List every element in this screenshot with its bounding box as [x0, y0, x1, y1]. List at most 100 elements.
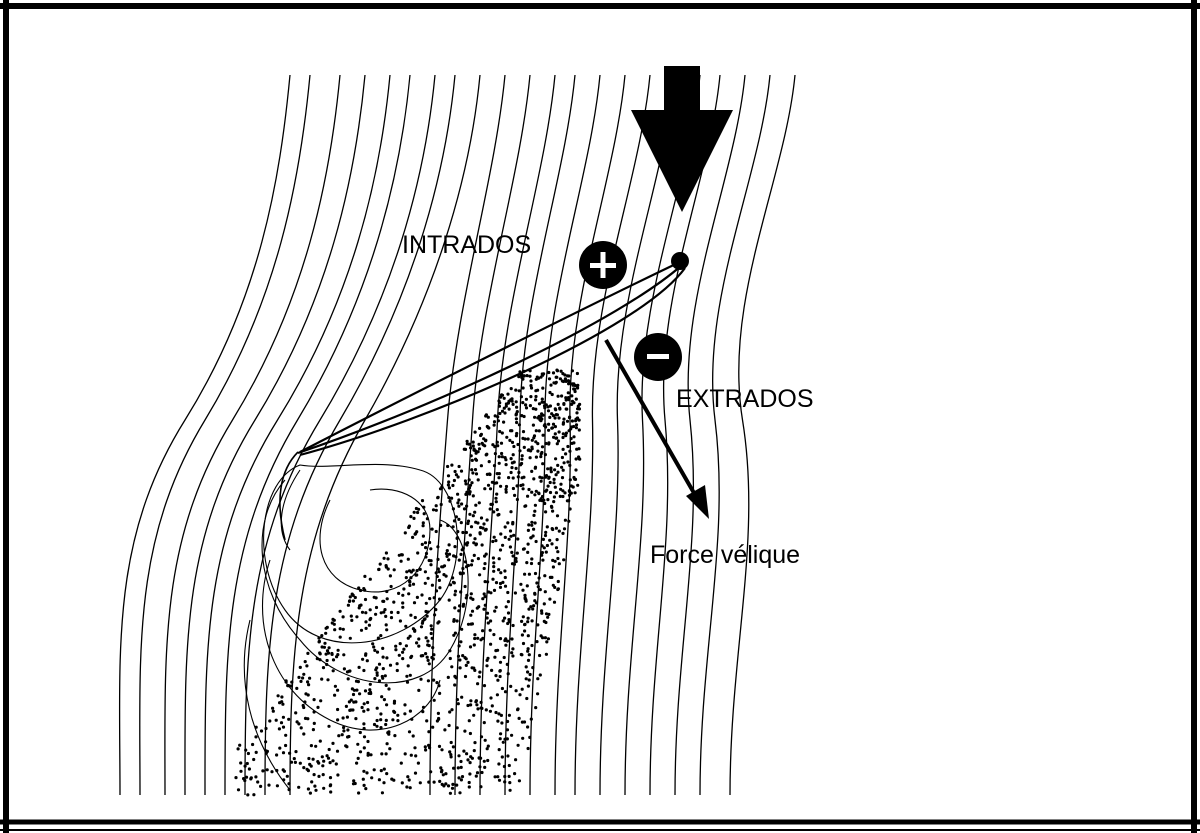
wake-dot [537, 561, 541, 566]
wake-dot [392, 600, 396, 604]
wake-dot [533, 415, 537, 419]
wake-dot [478, 531, 482, 535]
wake-dot [506, 590, 510, 595]
wake-dot [385, 656, 389, 660]
wake-dot [506, 672, 510, 676]
wake-dot [485, 747, 489, 751]
streamline [529, 74, 601, 796]
wake-dot [331, 669, 335, 673]
wake-dot [520, 720, 525, 724]
wake-dot [456, 492, 460, 496]
wake-dot [496, 419, 500, 423]
wake-dot [439, 502, 443, 507]
wake-dot [357, 665, 361, 670]
wake-dot [354, 717, 358, 721]
wake-dot [511, 647, 515, 651]
wake-dot [473, 430, 477, 434]
wake-dot [577, 428, 581, 432]
wake-dot [514, 388, 518, 392]
wake-dot [452, 554, 456, 558]
wake-dot [521, 487, 525, 491]
wake-dot [267, 783, 271, 787]
wake-dot [362, 769, 366, 773]
wake-dot [378, 562, 382, 566]
wake-dot [321, 764, 325, 768]
wake-dot [303, 660, 307, 664]
wake-dot [481, 443, 485, 447]
wake-dot [330, 621, 334, 625]
wake-dot [492, 569, 496, 573]
wake-dot [482, 522, 486, 526]
wake-dot [440, 748, 444, 752]
wake-dot [246, 793, 250, 797]
wake-dot [437, 578, 441, 583]
wake-dot [356, 742, 360, 746]
wake-swirl [263, 463, 458, 644]
wake-dot [413, 615, 417, 620]
wake-dot [252, 757, 256, 762]
wake-dot [533, 592, 537, 596]
wake-dot [387, 730, 391, 734]
wake-dot [510, 399, 514, 403]
wake-dot [310, 780, 314, 784]
wake-dot [489, 696, 493, 700]
wake-dot [499, 713, 503, 718]
wake-dot [566, 460, 570, 464]
wake-dot [510, 651, 514, 655]
wake-dot [385, 628, 389, 632]
wake-dot [407, 730, 412, 734]
wake-dot [514, 400, 518, 404]
wake-dot [374, 612, 378, 616]
wake-dot [568, 415, 572, 419]
wake-dot [322, 786, 326, 790]
wake-dot [506, 611, 511, 615]
wake-dot [451, 782, 455, 787]
wake-dot [541, 462, 545, 466]
wake-dot [521, 641, 526, 646]
wake-dot [498, 660, 503, 664]
wake-dot [322, 645, 326, 649]
wake-dot [363, 574, 367, 579]
wake-dot [424, 636, 428, 640]
wake-dot [552, 600, 557, 604]
wake-dot [564, 379, 568, 383]
wake-dot [426, 639, 430, 643]
wake-dot [492, 633, 496, 637]
wake-dot [329, 783, 333, 787]
wake-dot [537, 402, 542, 406]
wake-dot [420, 499, 425, 503]
wake-dot [570, 382, 574, 386]
wake-dot [405, 785, 409, 789]
wake-dot [432, 698, 436, 702]
wake-dot [505, 737, 509, 741]
wake-dot [243, 764, 247, 768]
wake-dot [527, 523, 531, 527]
wake-dot [408, 580, 412, 584]
wake-dot [577, 447, 581, 451]
wake-dot [544, 620, 548, 625]
wake-dot [544, 530, 548, 535]
wake-dot [530, 438, 534, 442]
wake-dot [556, 394, 560, 398]
wake-dot [328, 776, 333, 780]
wake-dot [308, 791, 312, 795]
wake-dot [462, 602, 466, 607]
wake-dot [547, 428, 551, 432]
wake-dot [531, 407, 535, 411]
wake-dot [490, 704, 494, 708]
wake-dot [476, 707, 480, 711]
wake-dot [471, 514, 475, 518]
wake-dot [503, 411, 507, 415]
wake-dot [466, 519, 471, 523]
wake-dot [537, 429, 541, 433]
wake-dot [500, 455, 504, 459]
wake-dot [407, 778, 411, 782]
wake-dot [261, 769, 265, 773]
sail-mid-curve [297, 264, 683, 455]
wake-dot [457, 504, 461, 508]
wake-dot [363, 597, 368, 602]
wake-dot [445, 554, 449, 559]
wake-dot [447, 543, 451, 547]
wake-dot [336, 688, 340, 692]
wake-dot [476, 557, 480, 561]
